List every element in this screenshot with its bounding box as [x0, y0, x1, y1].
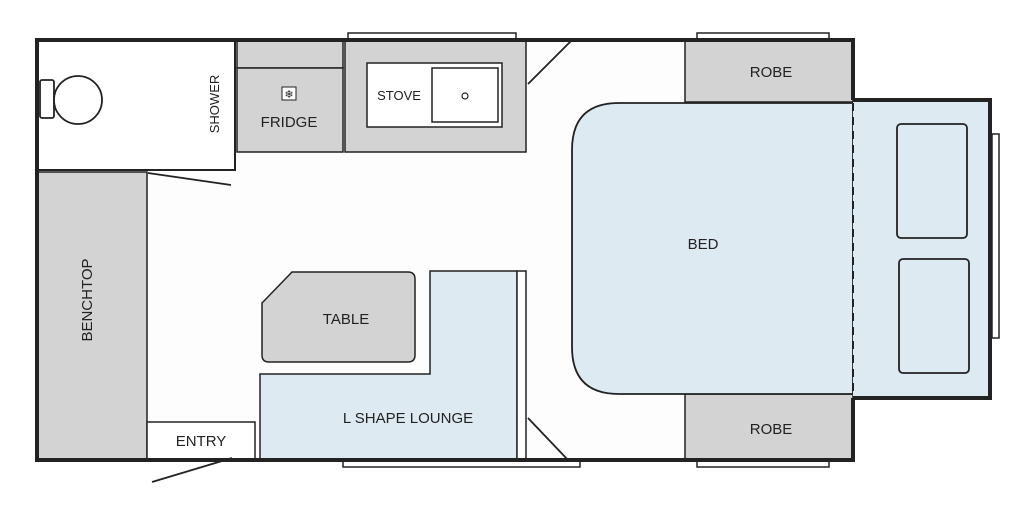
robe-top-label: ROBE [750, 64, 793, 81]
lounge-backrest [516, 270, 527, 461]
fridge-label: FRIDGE [261, 114, 318, 131]
benchtop-label: BENCHTOP [79, 258, 96, 341]
snowflake-icon: ❄ [281, 86, 297, 101]
door-swing-lounge [527, 417, 569, 461]
table [261, 271, 416, 363]
pillow-bottom [898, 258, 970, 374]
table-label: TABLE [323, 311, 369, 328]
outer-wall [35, 38, 855, 462]
svg-text:❄: ❄ [284, 88, 293, 101]
toilet-icon [39, 75, 103, 125]
pillow-top [896, 123, 968, 239]
door-swing-kitchen [527, 39, 573, 85]
bed [571, 102, 854, 395]
benchtop [36, 171, 148, 461]
robe-bottom-label: ROBE [750, 421, 793, 438]
bed-extension-wall [853, 98, 992, 400]
fridge-top-strip [236, 39, 344, 69]
sink-icon [431, 67, 499, 123]
robe-top [684, 39, 854, 103]
lounge-label: L SHAPE LOUNGE [343, 410, 473, 427]
sink-drain-icon [461, 92, 469, 100]
fridge [236, 67, 344, 153]
bed-extension-end-rail [991, 133, 1000, 339]
shower-label: SHOWER [207, 75, 222, 134]
door-swing-bathroom [147, 172, 232, 186]
stove-label: STOVE [377, 88, 421, 103]
bed-label: BED [688, 236, 719, 253]
entry-label: ENTRY [176, 433, 227, 450]
